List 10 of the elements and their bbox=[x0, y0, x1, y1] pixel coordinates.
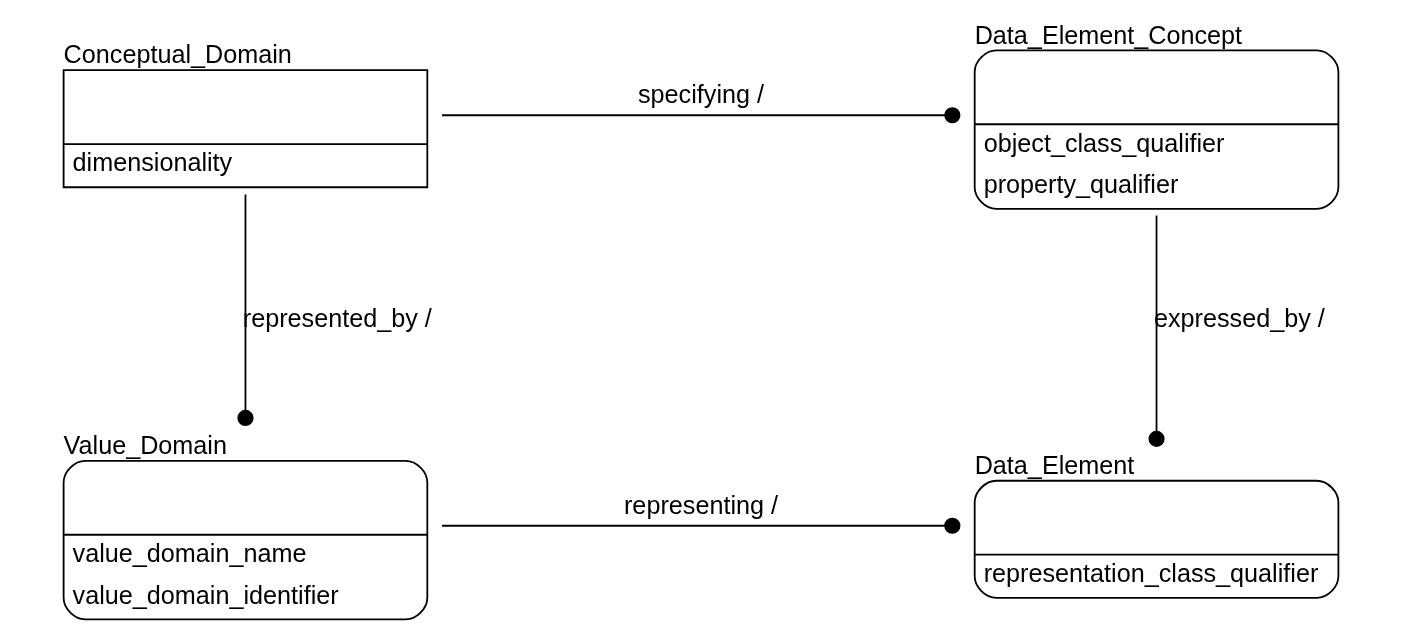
node-label: Conceptual_Domain bbox=[63, 40, 292, 69]
connector bbox=[236, 193, 254, 427]
connector bbox=[1147, 214, 1165, 447]
edge-label: specifying / bbox=[637, 79, 764, 108]
node-label: Data_Element_Concept bbox=[974, 20, 1242, 49]
node-label: Value_Domain bbox=[63, 431, 227, 460]
edge-label: representing / bbox=[623, 490, 778, 519]
node-label: Data_Element bbox=[974, 450, 1134, 479]
connector bbox=[440, 517, 960, 534]
connector bbox=[440, 107, 960, 124]
